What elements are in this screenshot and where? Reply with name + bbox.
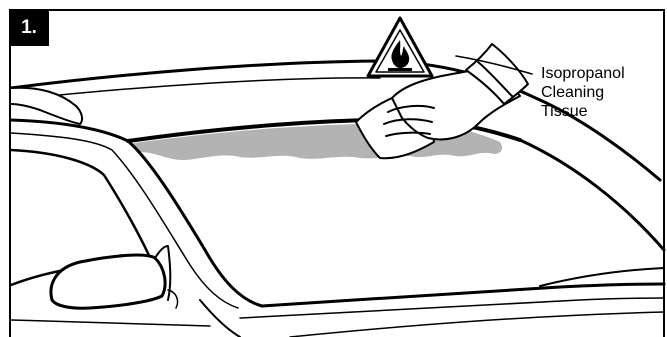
side-mirror (51, 255, 165, 308)
windshield-right-edge (520, 140, 664, 250)
step-number: 1. (21, 17, 37, 39)
step-number-badge: 1. (9, 9, 49, 46)
fender-line (200, 300, 240, 337)
hood-line-2 (290, 312, 664, 337)
callout-label: Isopropanol Cleaning Tissue (541, 64, 625, 121)
callout-line-3: Tissue (541, 102, 625, 121)
door-line (11, 320, 210, 326)
cowl-line (262, 284, 664, 306)
callout-line-2: Cleaning (541, 83, 625, 102)
flammable-warning-icon (368, 18, 432, 76)
callout-line-1: Isopropanol (541, 64, 625, 83)
